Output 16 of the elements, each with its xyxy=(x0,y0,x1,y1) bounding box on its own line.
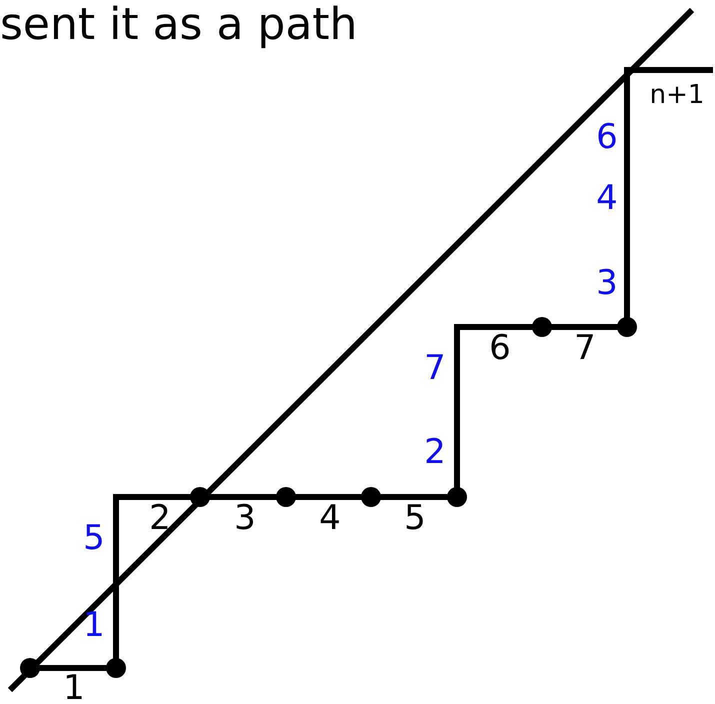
step-label: 4 xyxy=(319,501,341,535)
step-label: n+1 xyxy=(650,82,704,108)
step-number: 2 xyxy=(424,435,446,469)
step-number: 6 xyxy=(596,120,618,154)
step-label: 6 xyxy=(489,331,511,365)
title: sent it as a path xyxy=(0,0,358,51)
step-label: 5 xyxy=(404,501,426,535)
step-label: 1 xyxy=(63,671,85,704)
step-label: 7 xyxy=(574,331,596,365)
step-number: 1 xyxy=(83,608,105,642)
step-label: 3 xyxy=(234,501,256,535)
step-number: 5 xyxy=(83,521,105,555)
step-number: 3 xyxy=(596,266,618,300)
step-label: 2 xyxy=(149,501,171,535)
step-number: 4 xyxy=(596,181,618,215)
step-number: 7 xyxy=(424,351,446,385)
